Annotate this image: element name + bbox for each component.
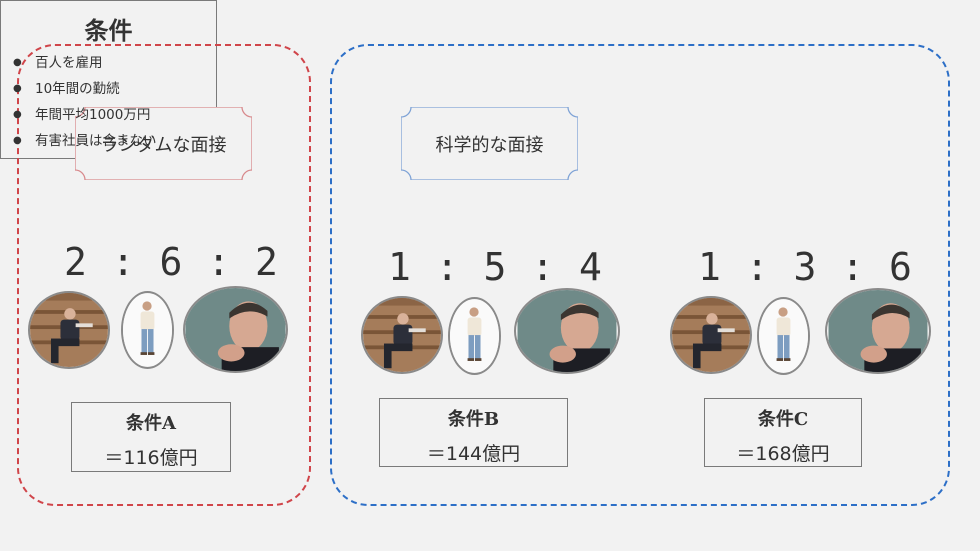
ratio-scientific-c: 1 : 3 : 6 [698, 245, 913, 289]
criteria-item: 有害社員は含まない [13, 128, 216, 154]
criteria-list: 百人を雇用 10年間の勤続 年間平均1000万円 有害社員は含まない [1, 50, 216, 154]
photo-seated-person [670, 296, 752, 374]
condition-b-value: ＝144億円 [426, 443, 521, 465]
ratio-scientific-b: 1 : 5 : 4 [388, 245, 603, 289]
photo-closeup-person [183, 286, 288, 373]
scientific-interview-heading-text: 科学的な面接 [435, 134, 544, 156]
condition-c-value: ＝168億円 [736, 443, 830, 465]
criteria-box: 条件 百人を雇用 10年間の勤続 年間平均1000万円 有害社員は含まない [0, 0, 217, 159]
random-interview-panel [17, 44, 311, 506]
criteria-item: 年間平均1000万円 [13, 102, 216, 128]
scientific-interview-heading: 科学的な面接 [401, 107, 578, 180]
scientific-interview-panel [330, 44, 950, 506]
photo-seated-person [28, 291, 110, 369]
photo-standing-person [121, 291, 174, 369]
photo-seated-person [361, 296, 443, 374]
photo-closeup-person [514, 288, 620, 374]
photo-standing-person [448, 297, 501, 375]
photo-closeup-person [825, 288, 931, 374]
condition-b-box: 条件B ＝144億円 [379, 398, 568, 467]
condition-a-title: 条件A [126, 413, 176, 434]
criteria-item: 百人を雇用 [13, 50, 216, 76]
condition-a-value: ＝116億円 [104, 447, 198, 469]
condition-a-box: 条件A ＝116億円 [71, 402, 231, 472]
condition-c-title: 条件C [757, 409, 809, 430]
condition-b-title: 条件B [447, 409, 500, 430]
ratio-random: 2 : 6 : 2 [64, 240, 279, 284]
criteria-item: 10年間の勤続 [13, 76, 216, 102]
condition-c-box: 条件C ＝168億円 [704, 398, 862, 467]
photo-standing-person [757, 297, 810, 375]
criteria-title: 条件 [84, 17, 133, 45]
